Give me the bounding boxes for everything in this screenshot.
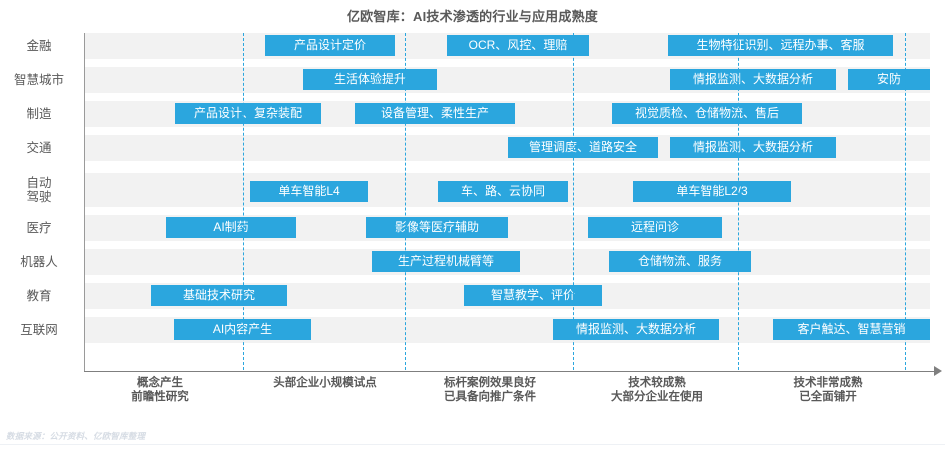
maturity-box[interactable]: AI内容产生: [174, 319, 311, 340]
maturity-box[interactable]: 视觉质检、仓储物流、售后: [612, 103, 802, 124]
maturity-box[interactable]: 客户触达、智慧营销: [773, 319, 930, 340]
y-axis-category-label: 教育: [26, 289, 52, 303]
stage-gridline: [905, 33, 906, 370]
maturity-box[interactable]: 情报监测、大数据分析: [553, 319, 719, 340]
maturity-box[interactable]: 智慧教学、评价: [464, 285, 602, 306]
maturity-box[interactable]: 生产过程机械臂等: [372, 251, 520, 272]
maturity-box[interactable]: 产品设计、复杂装配: [175, 103, 321, 124]
stage-gridline: [573, 33, 574, 370]
y-axis-category-label: 金融: [26, 39, 52, 53]
maturity-box[interactable]: 单车智能L4: [250, 181, 368, 202]
maturity-box[interactable]: 车、路、云协同: [438, 181, 568, 202]
y-axis-category-label: 医疗: [26, 221, 52, 235]
stage-caption: 技术较成熟大部分企业在使用: [611, 377, 703, 403]
maturity-box[interactable]: 情报监测、大数据分析: [670, 69, 836, 90]
maturity-box[interactable]: OCR、风控、理赔: [447, 35, 589, 56]
maturity-box[interactable]: 远程问诊: [588, 217, 722, 238]
maturity-box[interactable]: 基础技术研究: [151, 285, 287, 306]
maturity-box[interactable]: 情报监测、大数据分析: [670, 137, 836, 158]
stage-caption: 技术非常成熟已全面铺开: [793, 377, 863, 403]
x-axis-arrow-icon: [934, 366, 942, 376]
y-axis-category-label: 机器人: [20, 255, 58, 269]
source-note: 数据来源：公开资料、亿欧智库整理: [6, 431, 146, 441]
maturity-box[interactable]: 生物特征识别、远程办事、客服: [668, 35, 893, 56]
maturity-box[interactable]: 管理调度、道路安全: [508, 137, 658, 158]
y-axis-category-label: 自动驾驶: [26, 176, 52, 204]
stage-gridline: [243, 33, 244, 370]
footer-divider: [0, 444, 945, 445]
y-axis-line: [84, 33, 85, 372]
maturity-box[interactable]: 设备管理、柔性生产: [355, 103, 515, 124]
stage-gridline: [405, 33, 406, 370]
y-axis-category-label: 制造: [26, 107, 52, 121]
page-title: 亿欧智库：AI技术渗透的行业与应用成熟度: [346, 9, 598, 24]
y-axis-category-label: 互联网: [20, 323, 58, 337]
maturity-box[interactable]: 仓储物流、服务: [609, 251, 751, 272]
maturity-box[interactable]: 产品设计定价: [265, 35, 395, 56]
maturity-box[interactable]: 安防: [848, 69, 930, 90]
y-axis-category-label: 智慧城市: [13, 73, 64, 87]
stage-caption: 标杆案例效果良好已具备向推广条件: [444, 377, 536, 403]
x-axis-line: [84, 371, 936, 372]
y-axis-category-label: 交通: [26, 141, 52, 155]
maturity-box[interactable]: 影像等医疗辅助: [366, 217, 508, 238]
stage-caption: 概念产生前瞻性研究: [131, 377, 189, 403]
stage-gridline: [738, 33, 739, 370]
maturity-box[interactable]: 单车智能L2/3: [633, 181, 791, 202]
maturity-box[interactable]: 生活体验提升: [303, 69, 437, 90]
stage-caption: 头部企业小规模试点: [273, 377, 377, 389]
maturity-box[interactable]: AI制药: [166, 217, 296, 238]
